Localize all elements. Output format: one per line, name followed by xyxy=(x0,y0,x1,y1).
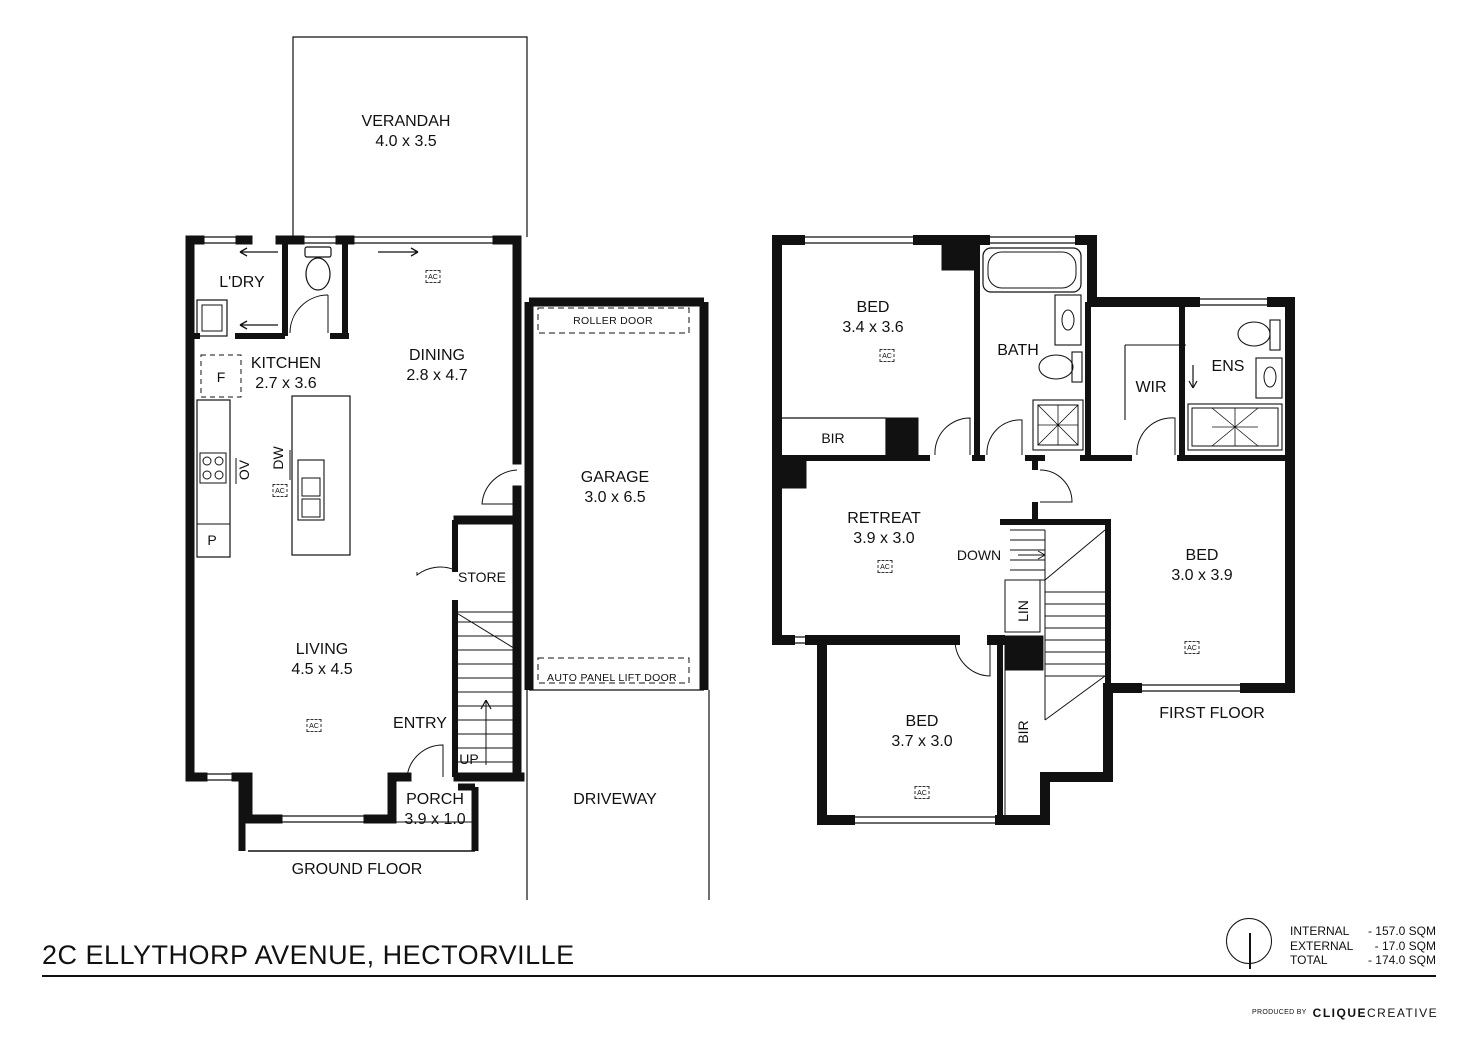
pantry-label: P xyxy=(207,532,217,548)
ac-icon: AC xyxy=(879,349,895,362)
ac-icon: AC xyxy=(1184,641,1200,654)
ac-icon: AC xyxy=(306,719,322,732)
area-row-internal: INTERNAL - 157.0 SQM xyxy=(1290,924,1436,938)
panel-door-label: AUTO PANEL LIFT DOOR xyxy=(547,672,677,684)
fridge-label: F xyxy=(216,369,226,385)
bir-label-bed3: BIR xyxy=(1015,720,1031,744)
north-compass-icon xyxy=(1226,918,1272,969)
first-floor-label: FIRST FLOOR xyxy=(1159,705,1265,722)
driveway-label: DRIVEWAY xyxy=(573,791,657,808)
area-row-total: TOTAL - 174.0 SQM xyxy=(1290,953,1436,967)
footer-divider xyxy=(42,975,1436,977)
ac-icon: AC xyxy=(425,270,441,283)
oven-label: OV xyxy=(236,459,252,481)
laundry-label: L'DRY xyxy=(219,274,265,291)
dishwasher-label: DW xyxy=(270,446,286,470)
linen-label: LIN xyxy=(1015,600,1031,622)
property-address: 2C ELLYTHORP AVENUE, HECTORVILLE xyxy=(42,940,575,970)
stairs-down-label: DOWN xyxy=(956,547,1002,563)
ac-icon: AC xyxy=(877,560,893,573)
wir-label: WIR xyxy=(1135,379,1167,396)
ens-label: ENS xyxy=(1211,358,1245,375)
ac-icon: AC xyxy=(914,786,930,799)
ac-icon: AC xyxy=(272,484,288,497)
store-label: STORE xyxy=(458,569,506,585)
area-row-external: EXTERNAL - 17.0 SQM xyxy=(1290,938,1436,953)
bir-label: BIR xyxy=(821,430,845,446)
stairs-up-label: UP xyxy=(459,751,479,767)
roller-door-label: ROLLER DOOR xyxy=(573,315,653,327)
entry-label: ENTRY xyxy=(393,715,447,732)
area-summary: INTERNAL - 157.0 SQM EXTERNAL - 17.0 SQM… xyxy=(1290,924,1436,968)
ground-floor-label: GROUND FLOOR xyxy=(291,861,423,878)
bath-label: BATH xyxy=(997,342,1039,359)
